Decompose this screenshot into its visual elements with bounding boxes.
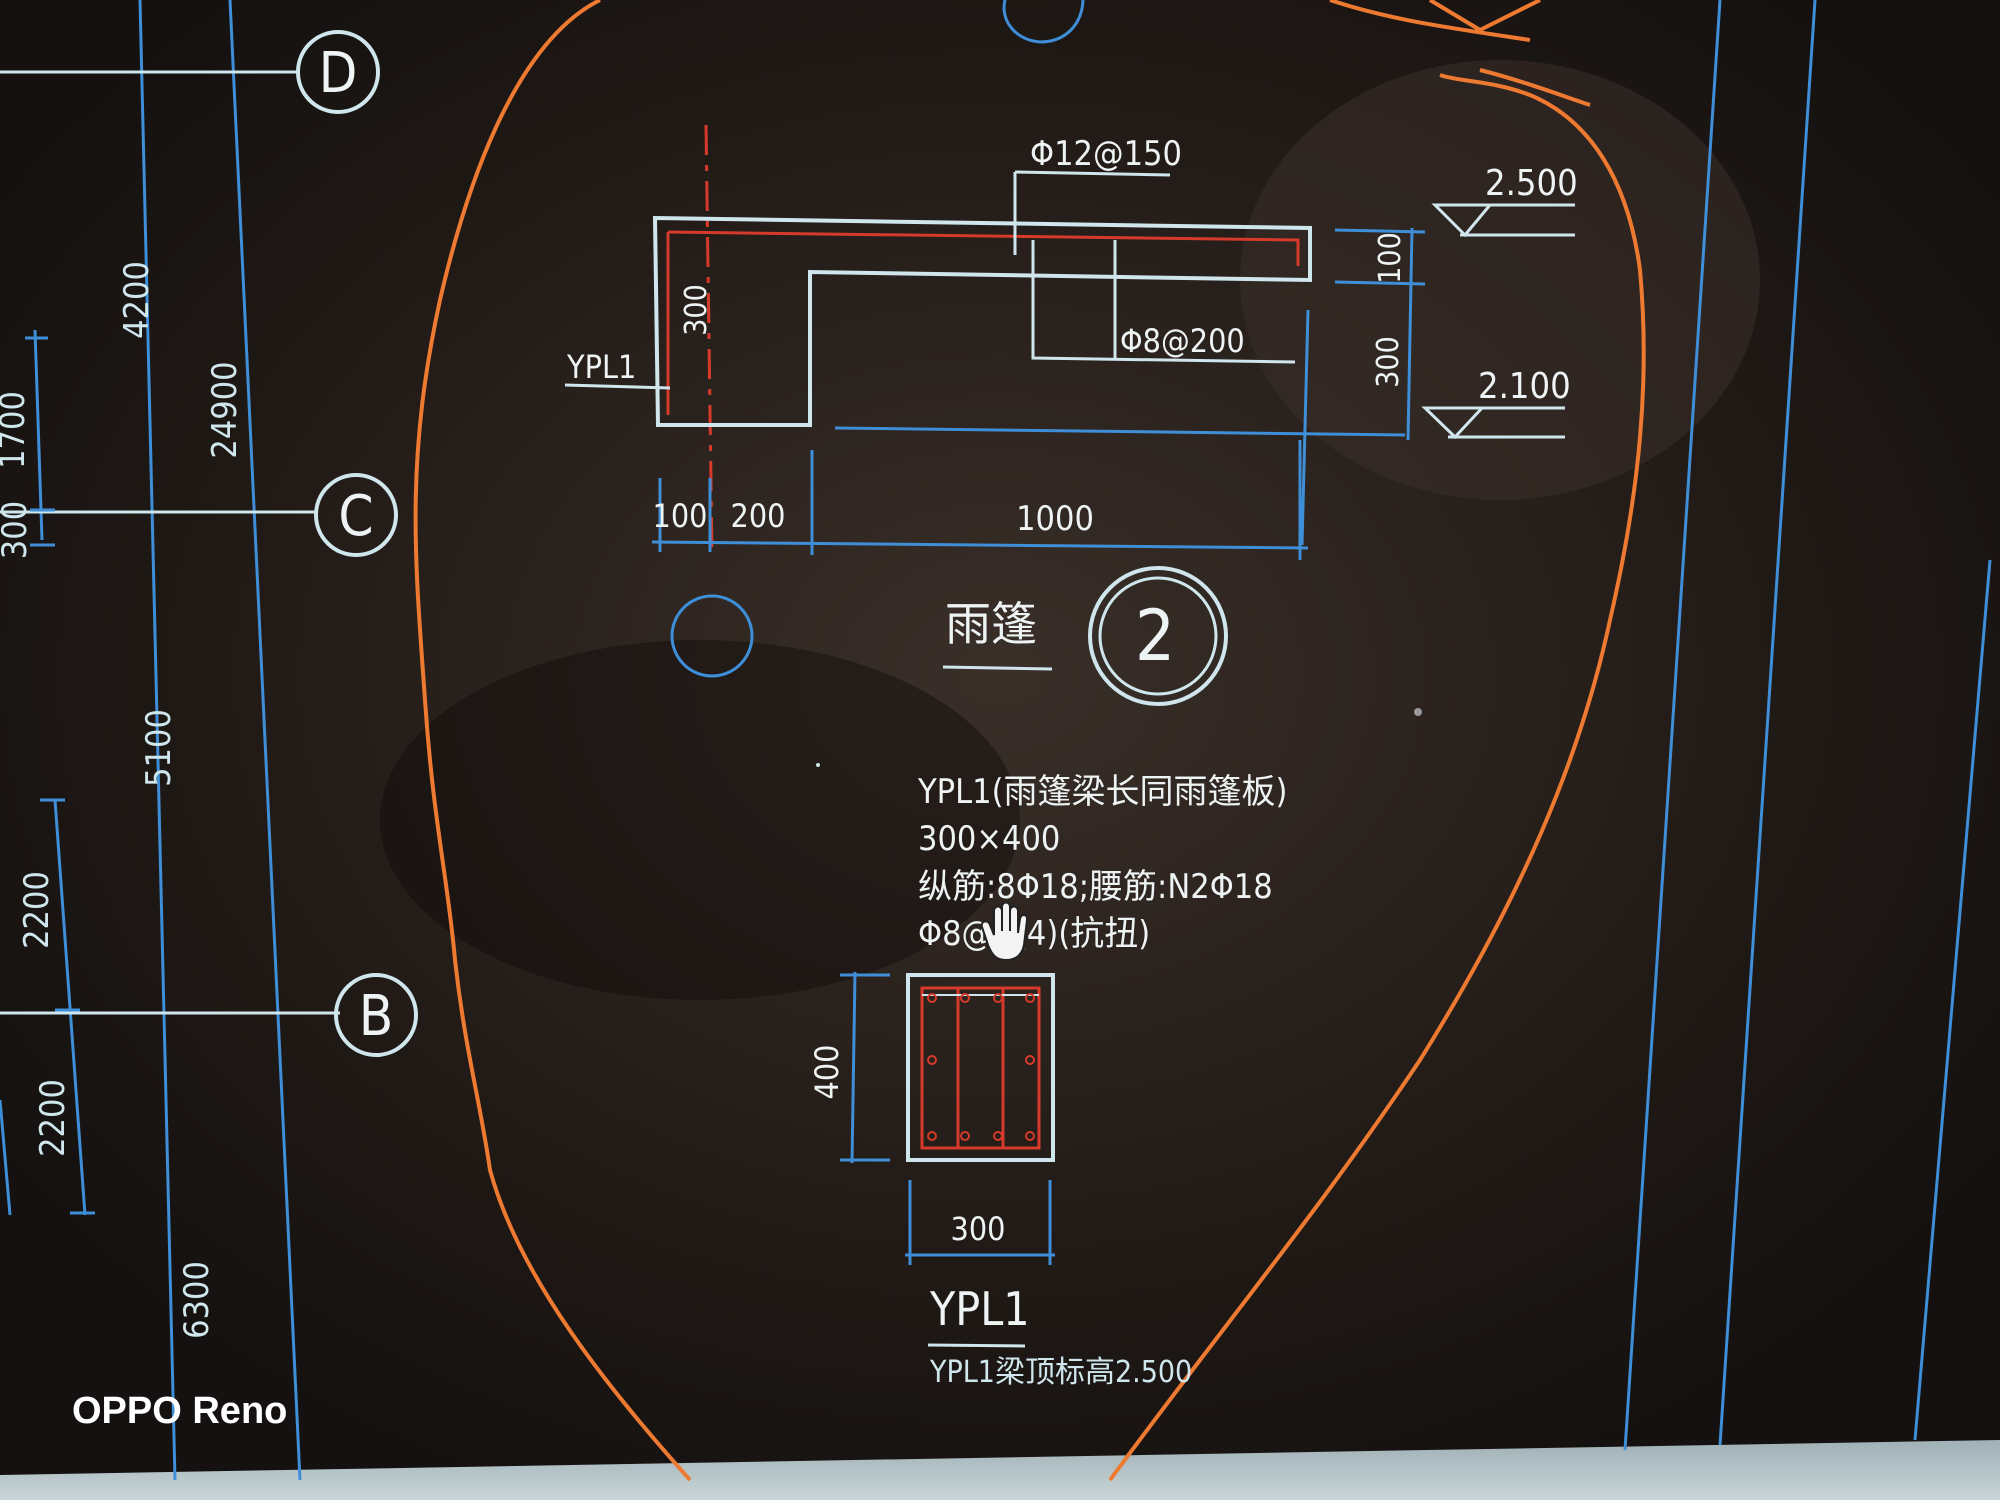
beam-height-dim: 400 <box>808 1045 846 1100</box>
axis-bubble-d: D <box>296 30 380 114</box>
revision-cloud <box>413 0 1646 1482</box>
axis-label-b: B <box>359 984 394 1049</box>
dim-1700: 1700 <box>0 391 33 469</box>
camera-watermark: OPPO Reno <box>72 1390 287 1432</box>
beam-note-line2: 300×400 <box>918 819 1060 859</box>
beam-note-line1: YPL1(雨篷梁长同雨篷板) <box>917 772 1287 812</box>
monitor-bezel <box>0 1440 2000 1500</box>
dim-6300: 6300 <box>177 1261 217 1339</box>
longitudinal-bars <box>927 993 1035 1141</box>
elevation-top: 2.500 <box>1431 163 1578 238</box>
dim-300: 300 <box>0 501 35 559</box>
section-number-bubble: 2 <box>1088 566 1228 706</box>
axis-lines <box>0 70 340 1015</box>
canopy-section-detail: Φ12@150 Φ8@200 2.500 2.100 100 300 300 Y… <box>564 124 1578 706</box>
stirrup-outer <box>920 986 1041 1150</box>
beam-note: YPL1(雨篷梁长同雨篷板) 300×400 纵筋:8Φ18;腰筋:N2Φ18 … <box>917 772 1287 954</box>
dim-1000: 1000 <box>1016 499 1094 539</box>
elevation-bottom: 2.100 <box>1421 366 1571 440</box>
beam-outline <box>906 973 1055 1162</box>
hand-cursor-icon <box>980 901 1029 962</box>
dim-100-right: 100 <box>1373 232 1408 284</box>
rebar-bottom-label: Φ8@200 <box>1120 322 1245 360</box>
dim-4200: 4200 <box>117 261 157 339</box>
beam-cross-section: 400 300 YPL1 YPL1梁顶标高2.500 <box>808 971 1192 1390</box>
bottom-dimension-line <box>651 440 1309 560</box>
right-border-lines <box>1623 0 1992 1451</box>
dim-2200-b: 2200 <box>33 1079 73 1157</box>
beam-section-name: YPL1 <box>929 1282 1030 1336</box>
left-grid-lines <box>0 0 302 1481</box>
section-number: 2 <box>1135 595 1175 677</box>
dim-100: 100 <box>653 497 708 535</box>
rebar-top-label: Φ12@150 <box>1030 134 1182 174</box>
section-axis-circle <box>670 594 754 678</box>
left-dimension-labels: 4200 24900 1700 300 5100 2200 2200 6300 <box>0 261 245 1339</box>
beam-note-line4: Φ8@ <box>918 914 992 954</box>
beam-note-line4-tail: (4)(抗扭) <box>1015 914 1150 954</box>
top-partial-circle <box>1002 0 1085 44</box>
axis-bubble-c: C <box>314 473 398 557</box>
dim-300-right: 300 <box>1371 336 1406 388</box>
dim-2200-a: 2200 <box>17 871 57 949</box>
dim-300-left: 300 <box>679 284 714 336</box>
slab-rebar <box>667 230 1300 266</box>
beam-tag: YPL1 <box>566 348 636 386</box>
section-title: 雨篷 <box>945 597 1037 651</box>
dim-5100: 5100 <box>139 709 179 787</box>
dim-24900: 24900 <box>205 361 245 458</box>
axis-bubble-b: B <box>334 973 418 1057</box>
axis-label-c: C <box>338 484 373 549</box>
dim-200: 200 <box>731 497 786 535</box>
beam-section-note: YPL1梁顶标高2.500 <box>929 1355 1192 1390</box>
beam-note-line3: 纵筋:8Φ18;腰筋:N2Φ18 <box>918 867 1273 907</box>
canopy-outline <box>652 215 1312 427</box>
elevation-top-label: 2.500 <box>1485 163 1578 204</box>
axis-label-d: D <box>319 41 358 106</box>
beam-width-dim: 300 <box>951 1210 1006 1248</box>
left-dim-ticks <box>25 336 95 1215</box>
elevation-bottom-label: 2.100 <box>1478 366 1571 407</box>
